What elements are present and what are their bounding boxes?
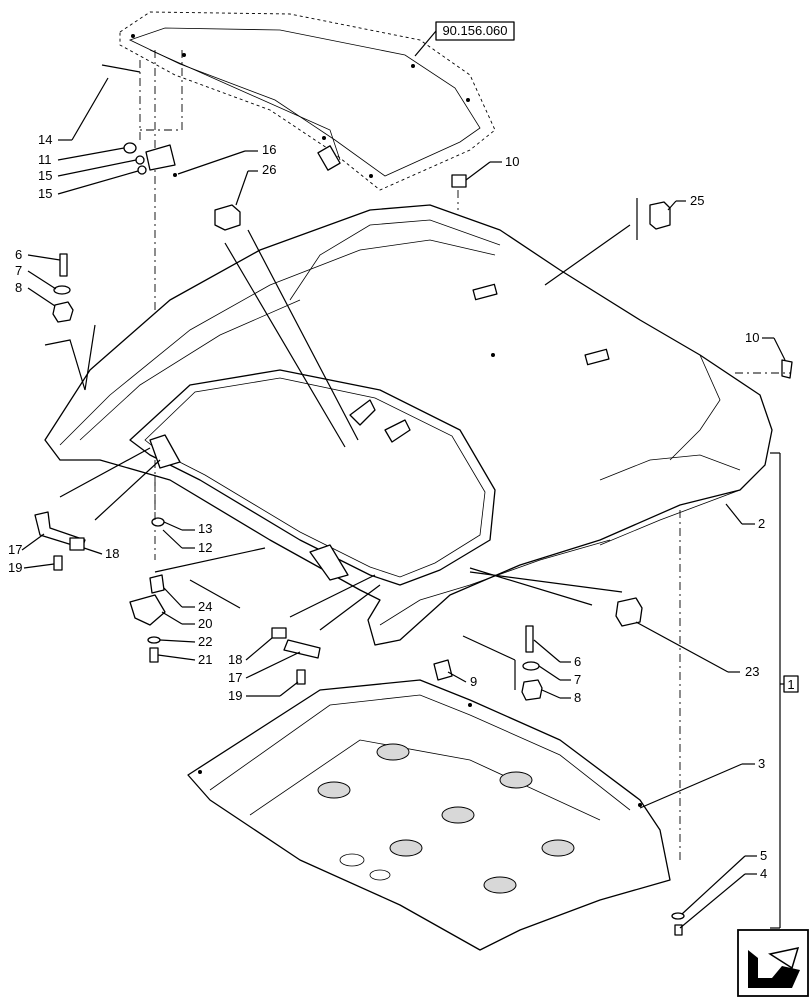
callout-8b: 8 [574,690,581,705]
callout-15a: 15 [38,168,52,183]
callout-13: 13 [198,521,212,536]
callout-4: 4 [760,866,767,881]
callout-23: 23 [745,664,759,679]
callout-3: 3 [758,756,765,771]
callout-17b: 17 [228,670,242,685]
callout-10a: 10 [505,154,519,169]
callout-7b: 7 [574,672,581,687]
callout-18b: 18 [228,652,242,667]
callout-11: 11 [38,152,52,167]
callout-2: 2 [758,516,765,531]
callout-19a: 19 [8,560,22,575]
small-parts [34,64,793,936]
callout-8a: 8 [15,280,22,295]
callout-10b: 10 [745,330,759,345]
callout-12: 12 [198,540,212,555]
callout-9: 9 [470,674,477,689]
callout-5: 5 [760,848,767,863]
callout-22: 22 [198,634,212,649]
callout-labels: 14 11 15 15 16 26 10 25 6 7 8 10 17 18 1… [8,77,786,929]
group-label: 1 [787,677,794,692]
callout-20: 20 [198,616,212,631]
base-plate [187,679,671,951]
callout-16: 16 [262,142,276,157]
assembly-leaders [44,198,638,690]
callout-26: 26 [262,162,276,177]
callout-15b: 15 [38,186,52,201]
next-page-arrow-icon[interactable] [737,929,809,997]
callout-25: 25 [690,193,704,208]
callout-6b: 6 [574,654,581,669]
callout-7a: 7 [15,263,22,278]
sunroof-panel [119,11,496,191]
callout-18a: 18 [105,546,119,561]
callout-24: 24 [198,599,212,614]
roof-shell [44,204,773,646]
callout-17a: 17 [8,542,22,557]
callout-14: 14 [38,132,52,147]
callout-19b: 19 [228,688,242,703]
reference-text: 90.156.060 [442,23,507,38]
callout-21: 21 [198,652,212,667]
group-bracket: 1 [770,452,799,929]
callout-6a: 6 [15,247,22,262]
